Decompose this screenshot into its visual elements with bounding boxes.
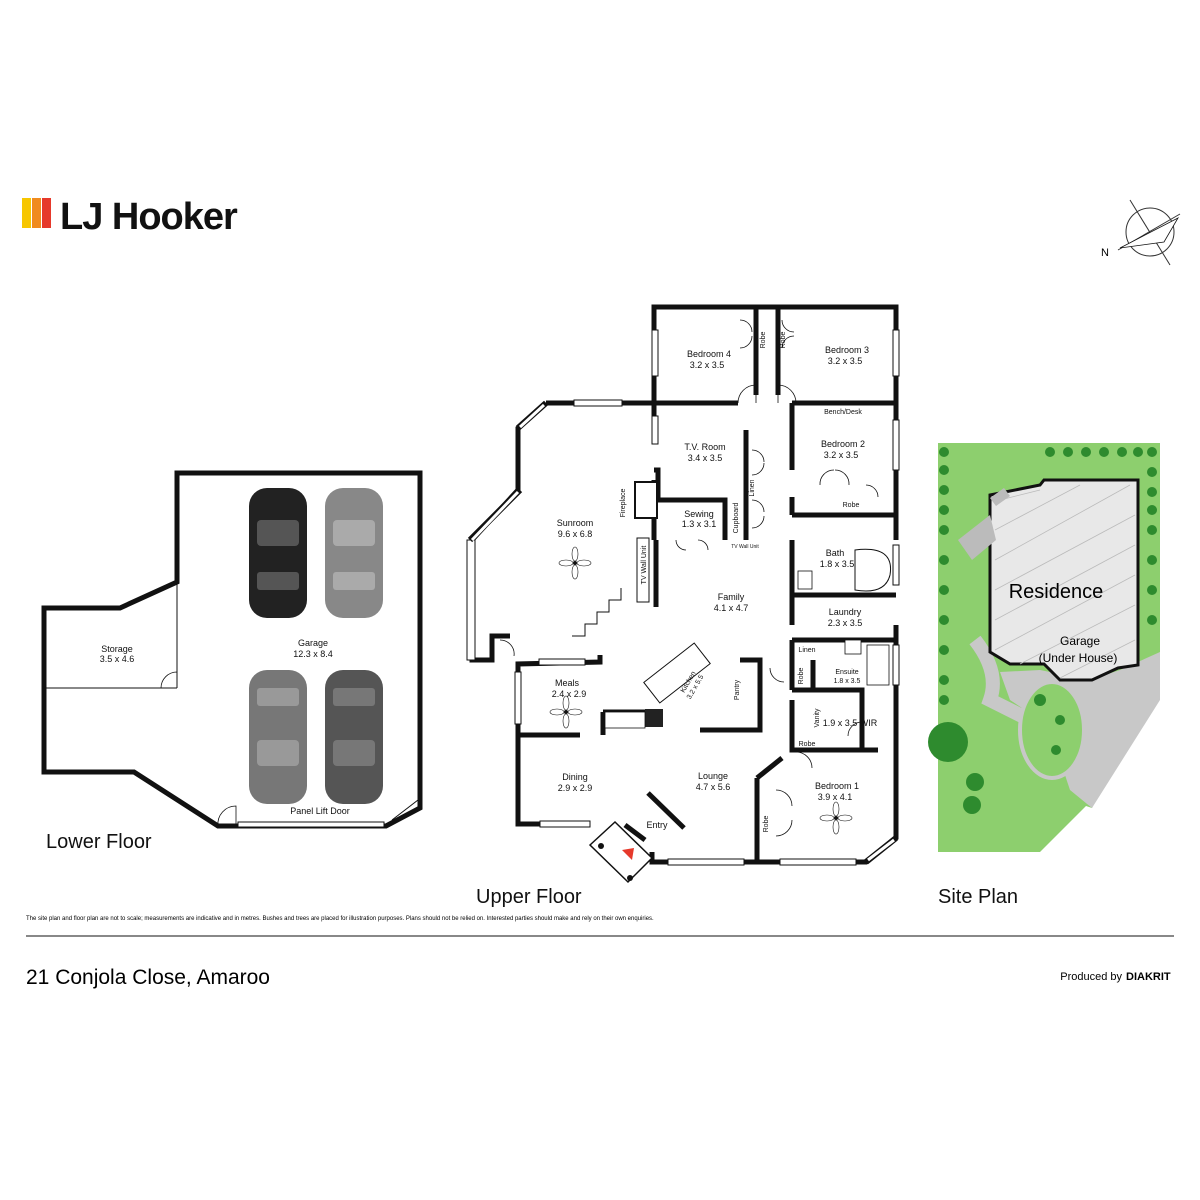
tv-wall-unit-small-label: TV Wall Unit (731, 544, 759, 550)
car-icon (249, 670, 307, 804)
room-name-sunroom: Sunroom (557, 518, 594, 528)
room-dims-tv-room: 3.4 x 3.5 (688, 453, 723, 463)
lj-hooker-logo: LJ Hooker (22, 196, 239, 238)
logo-stripe-yellow (22, 198, 31, 228)
room-name-bedroom-2: Bedroom 2 (821, 439, 865, 449)
logo-stripe-orange (32, 198, 41, 228)
room-name-meals: Meals (555, 678, 580, 688)
robe-label: Robe (798, 668, 805, 685)
site-garage-sublabel: (Under House) (1039, 651, 1118, 665)
car-icon (249, 488, 307, 618)
upper-floor-plan: Bedroom 4 3.2 x 3.5 Bedroom 3 3.2 x 3.5 … (466, 304, 900, 908)
room-name-garage: Garage (298, 638, 328, 648)
bench-desk-label: Bench/Desk (824, 409, 862, 416)
entry-porch (588, 820, 654, 884)
room-name-sewing: Sewing (684, 509, 714, 519)
robe-label: Robe (799, 741, 816, 748)
room-dims-meals: 2.4 x 2.9 (552, 689, 587, 699)
vanity-label: Vanity (814, 708, 821, 727)
room-name-bath: Bath (826, 548, 845, 558)
site-garage-label: Garage (1060, 634, 1100, 648)
ceiling-fan-icon (549, 695, 583, 729)
tree-icon (928, 447, 1157, 814)
compass-north-label: N (1101, 247, 1109, 259)
room-dims-dining: 2.9 x 2.9 (558, 783, 593, 793)
compass-icon: N (1101, 199, 1181, 266)
room-name-family: Family (718, 592, 745, 602)
room-name-bedroom-3: Bedroom 3 (825, 345, 869, 355)
room-name-dining: Dining (562, 772, 588, 782)
room-name-bedroom-4: Bedroom 4 (687, 349, 731, 359)
room-name-bedroom-1: Bedroom 1 (815, 781, 859, 791)
room-name-storage: Storage (101, 644, 133, 654)
robe-label: Robe (843, 502, 860, 509)
room-dims-laundry: 2.3 x 3.5 (828, 618, 863, 628)
panel-lift-door-label: Panel Lift Door (290, 806, 350, 816)
site-residence-label: Residence (1009, 581, 1104, 603)
room-name-laundry: Laundry (829, 607, 862, 617)
room-dims-family: 4.1 x 4.7 (714, 603, 749, 613)
linen-label: Linen (798, 647, 815, 654)
ceiling-fan-icon (558, 546, 592, 580)
fireplace-label: Fireplace (620, 489, 627, 518)
tv-wall-unit-label: TV Wall Unit (641, 546, 648, 585)
lower-floor-plan: Storage 3.5 x 4.6 Garage 12.3 x 8.4 Pane… (41, 470, 423, 853)
room-dims-bedroom-2: 3.2 x 3.5 (824, 450, 859, 460)
room-dims-bedroom-3: 3.2 x 3.5 (828, 356, 863, 366)
cupboard-label: Cupboard (733, 503, 740, 534)
site-plan: Residence Garage (Under House) Site Plan (928, 443, 1160, 908)
car-icon (325, 488, 383, 618)
pantry-label: Pantry (734, 679, 741, 700)
room-dims-bedroom-1: 3.9 x 4.1 (818, 792, 853, 802)
logo-stripe-red (42, 198, 51, 228)
room-dims-sunroom: 9.6 x 6.8 (558, 529, 593, 539)
linen-label: Linen (749, 479, 756, 496)
entry-label: Entry (646, 820, 668, 830)
room-name-tv-room: T.V. Room (684, 442, 725, 452)
credit-prefix: Produced by (1060, 971, 1122, 983)
room-dims-sewing: 1.3 x 3.1 (682, 519, 717, 529)
site-plan-title: Site Plan (938, 886, 1018, 908)
room-dims-lounge: 4.7 x 5.6 (696, 782, 731, 792)
room-dims-bedroom-4: 3.2 x 3.5 (690, 360, 725, 370)
room-name-lounge: Lounge (698, 771, 728, 781)
room-dims-ensuite: 1.8 x 3.5 (834, 678, 861, 685)
lower-floor-title: Lower Floor (46, 831, 152, 853)
logo-text: LJ Hooker (60, 196, 238, 238)
property-address: 21 Conjola Close, Amaroo (26, 966, 270, 989)
credit-brand: DIAKRIT (1126, 971, 1171, 983)
robe-label: Robe (763, 816, 770, 833)
wir-label: 1.9 x 3.5 WIR (823, 718, 878, 728)
ceiling-fan-icon (819, 801, 853, 835)
robe-label: Robe (760, 332, 767, 349)
upper-floor-title: Upper Floor (476, 886, 582, 908)
car-icon (325, 670, 383, 804)
room-name-ensuite: Ensuite (835, 669, 858, 676)
disclaimer-text: The site plan and floor plan are not to … (26, 916, 654, 922)
room-dims-storage: 3.5 x 4.6 (100, 654, 135, 664)
robe-label: Robe (780, 332, 787, 349)
room-dims-bath: 1.8 x 3.5 (820, 559, 855, 569)
room-dims-garage: 12.3 x 8.4 (293, 649, 333, 659)
